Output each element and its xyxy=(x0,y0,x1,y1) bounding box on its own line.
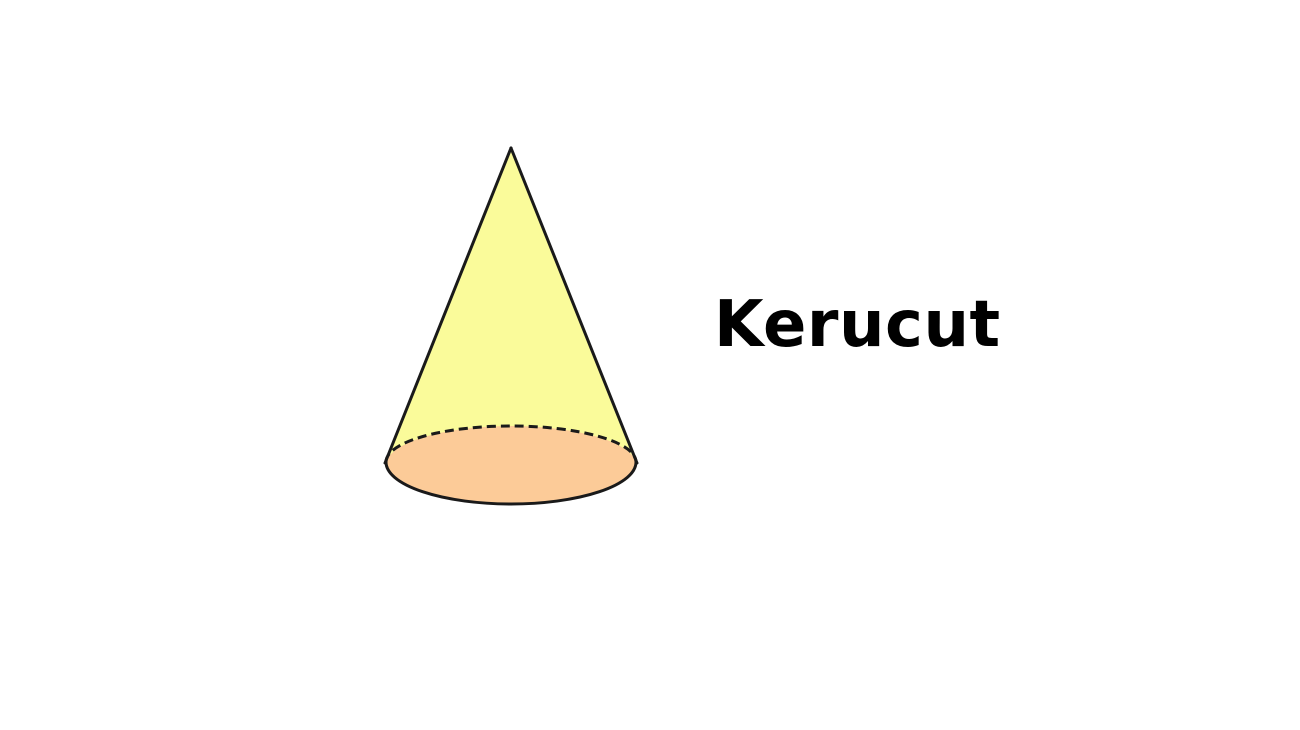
cone-base-hidden-edge xyxy=(384,424,638,463)
cone-apex xyxy=(509,146,513,150)
cone-right-slant-edge xyxy=(509,146,639,465)
cone-base-surface xyxy=(386,426,636,504)
cone-left-slant-edge xyxy=(383,146,513,465)
shape-name-label: Kerucut xyxy=(714,288,1001,362)
cone-lateral-surface xyxy=(386,148,635,462)
cone-base-visible-edge xyxy=(384,461,638,506)
